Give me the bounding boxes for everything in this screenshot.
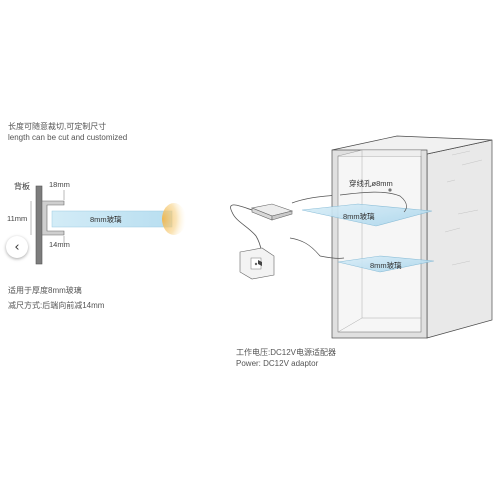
chevron-left-icon: ‹ xyxy=(14,239,20,255)
method-note: 减尺方式:后端向前减14mm xyxy=(8,301,105,310)
light-glow xyxy=(162,203,186,235)
cabinet xyxy=(301,135,493,339)
glass-shelf-upper xyxy=(301,203,433,227)
glass-shelf-lower xyxy=(337,255,435,273)
back-panel-label: 背板 xyxy=(14,182,30,191)
previous-image-button[interactable]: ‹ xyxy=(6,236,28,258)
cabinet-side xyxy=(426,139,493,339)
output-cable-bottom xyxy=(289,237,321,257)
wire-hole-icon xyxy=(388,188,392,192)
glass-label-upper: 8mm玻璃 xyxy=(343,211,375,221)
glass-label-lower: 8mm玻璃 xyxy=(370,260,402,270)
cut-caption-en: length can be cut and customized xyxy=(8,133,128,142)
profile-section xyxy=(30,185,186,265)
power-caption-en: Power: DC12V adaptor xyxy=(236,359,319,368)
dim-bottom-label: 14mm xyxy=(49,240,70,249)
dim-top-label: 18mm xyxy=(49,180,70,189)
power-caption-cn: 工作电压:DC12V电源适配器 xyxy=(236,348,337,357)
glass-label-profile: 8mm玻璃 xyxy=(90,214,122,224)
cut-caption-cn: 长度可随意裁切,可定制尺寸 xyxy=(8,122,107,131)
power-adaptor-group xyxy=(230,194,341,280)
aluminium-profile xyxy=(41,200,65,236)
wire-hole-label: 穿线孔ø8mm xyxy=(349,178,393,188)
cable-through-hole xyxy=(339,191,407,213)
fit-note: 适用于厚度8mm玻璃 xyxy=(8,286,82,295)
dim-left-label: 11mm xyxy=(7,214,28,223)
back-panel xyxy=(35,185,43,265)
